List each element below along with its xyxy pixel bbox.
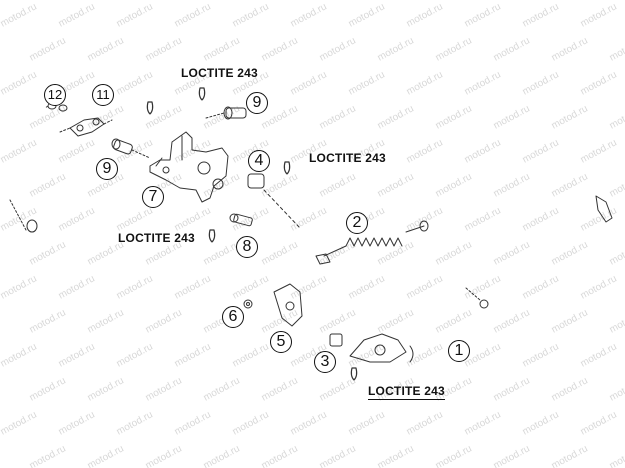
loctite-drop-1 xyxy=(146,101,154,115)
callout-6: 6 xyxy=(222,306,244,328)
callout-5: 5 xyxy=(270,331,292,353)
callout-9-right: 9 xyxy=(246,92,268,114)
part-2-spring xyxy=(315,220,429,265)
callout-8: 8 xyxy=(236,236,258,258)
callout-7: 7 xyxy=(142,186,164,208)
loctite-drop-5 xyxy=(350,367,358,381)
callout-2: 2 xyxy=(346,212,368,234)
loctite-drop-4 xyxy=(208,229,216,243)
callout-1: 1 xyxy=(448,340,470,362)
part-5-plate xyxy=(273,283,303,327)
callout-12: 12 xyxy=(44,84,66,106)
callout-4: 4 xyxy=(248,150,270,172)
loctite-label-left: LOCTITE 243 xyxy=(118,231,195,245)
part-7-bracket xyxy=(149,131,229,203)
part-6-nut xyxy=(243,299,253,309)
loctite-drop-3 xyxy=(283,161,291,175)
part-9-bolt-right xyxy=(205,106,247,120)
part-1-side-stand xyxy=(349,333,414,363)
loctite-label-right: LOCTITE 243 xyxy=(309,151,386,165)
loctite-drop-2 xyxy=(198,87,206,101)
callout-3: 3 xyxy=(314,351,336,373)
loctite-label-bottom: LOCTITE 243 xyxy=(368,384,445,400)
part-3-bushing xyxy=(329,333,343,347)
loctite-label-top: LOCTITE 243 xyxy=(181,66,258,80)
part-bolt-far-left xyxy=(9,199,38,233)
part-bolt-right xyxy=(465,195,613,309)
part-4-bushing xyxy=(247,173,301,229)
part-11-linkage xyxy=(59,117,113,137)
part-9-bolt-left xyxy=(111,138,151,159)
part-8-bolt xyxy=(229,213,253,227)
callout-11: 11 xyxy=(92,84,114,106)
callout-9-left: 9 xyxy=(96,158,118,180)
